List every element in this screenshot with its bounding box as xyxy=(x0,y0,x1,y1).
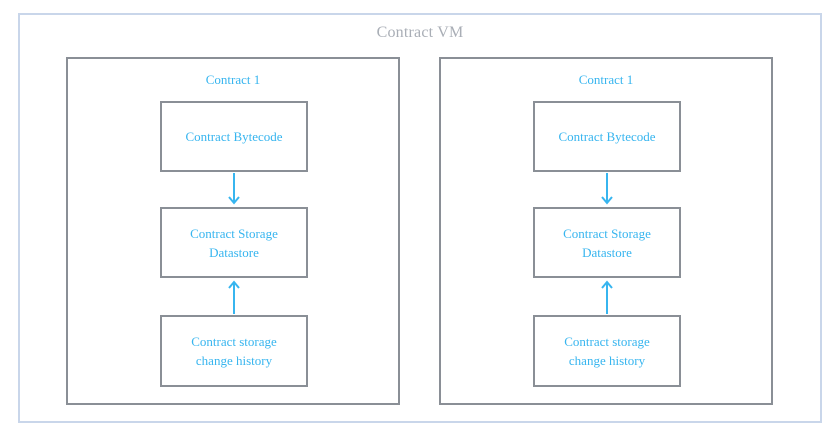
storage-history-label-line1: Contract storage xyxy=(564,334,650,349)
arrow-up-icon xyxy=(225,278,243,315)
contract-storage-label-line2: Datastore xyxy=(209,244,259,260)
contract-storage-label-line1: Contract Storage xyxy=(563,225,651,241)
contract-panel-1: Contract 1 Contract Bytecode Contract St… xyxy=(66,57,400,405)
contract-vm-title: Contract VM xyxy=(376,24,464,41)
contract-bytecode-label: Contract Bytecode xyxy=(558,129,656,144)
arrow-down-icon xyxy=(598,172,616,207)
contract-storage-box: Contract Storage Datastore xyxy=(160,207,308,278)
storage-history-label-line1: Contract storage xyxy=(191,334,277,349)
storage-history-label-line2: change history xyxy=(195,353,273,368)
contract-bytecode-label: Contract Bytecode xyxy=(185,129,283,144)
contract-title: Contract 1 xyxy=(578,72,634,87)
contract-bytecode-box: Contract Bytecode xyxy=(160,101,308,172)
storage-change-history-box: Contract storage change history xyxy=(160,315,308,387)
contract-panel-2: Contract 1 Contract Bytecode Contract St… xyxy=(439,57,773,405)
contract-storage-label-line2: Datastore xyxy=(582,244,632,260)
contract-storage-label-line1: Contract Storage xyxy=(190,225,278,241)
storage-change-history-box: Contract storage change history xyxy=(533,315,681,387)
contract-storage-box: Contract Storage Datastore xyxy=(533,207,681,278)
storage-history-label-line2: change history xyxy=(568,353,646,368)
contract-bytecode-box: Contract Bytecode xyxy=(533,101,681,172)
contract-title: Contract 1 xyxy=(205,72,261,87)
arrow-down-icon xyxy=(225,172,243,207)
contract-vm-container xyxy=(18,13,822,423)
arrow-up-icon xyxy=(598,278,616,315)
